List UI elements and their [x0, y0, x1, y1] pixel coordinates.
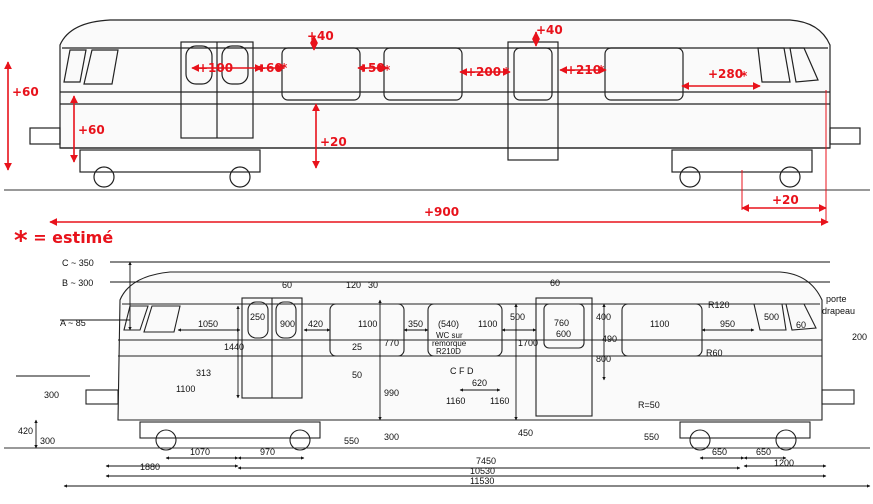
label-plus60-window: +60 [256, 61, 283, 75]
label-1440: 1440 [224, 342, 244, 352]
label-r50: R=50 [638, 400, 660, 410]
label-350: 350 [408, 319, 423, 329]
label-plus100: +100 [198, 61, 233, 75]
label-200: 200 [852, 332, 867, 342]
label-1050: 1050 [198, 319, 218, 329]
top-red-dimensions [4, 31, 829, 226]
label-plus50: +50 [358, 61, 385, 75]
label-1880: 1880 [140, 462, 160, 472]
label-plus210: +210 [566, 63, 601, 77]
label-540: (540) [438, 319, 459, 329]
label-1200: 1200 [774, 458, 794, 468]
label-60-door: 60 [550, 278, 560, 288]
label-1160b: 1160 [490, 396, 509, 406]
label-550b: 550 [644, 432, 659, 442]
label-30: 30 [368, 280, 378, 290]
label-60-top: 60 [282, 280, 292, 290]
label-620: 620 [472, 378, 487, 388]
label-250: 250 [250, 312, 265, 322]
legend-text: = estimé [33, 228, 114, 247]
label-plus200: +200 [466, 65, 501, 79]
label-500: 500 [510, 312, 525, 322]
svg-text:*: * [598, 63, 605, 77]
label-c: C ~ 350 [62, 258, 94, 268]
label-wc-3: R210D [436, 347, 461, 356]
label-650b: 650 [756, 447, 771, 457]
label-25: 25 [352, 342, 362, 352]
label-300-buffer: 300 [44, 390, 59, 400]
label-wc-2: remorque [432, 339, 467, 348]
label-r60: R60 [706, 348, 723, 358]
label-7450: 7450 [476, 456, 496, 466]
label-500b: 500 [764, 312, 779, 322]
label-10530: 10530 [470, 466, 495, 476]
label-50: 50 [352, 370, 362, 380]
svg-text:*: * [384, 63, 391, 77]
bottom-labels: C ~ 350 B ~ 300 A ~ 85 1050 250 900 420 … [18, 258, 867, 486]
label-60-right: 60 [796, 320, 806, 330]
svg-text:*: * [281, 61, 288, 75]
label-770: 770 [384, 338, 399, 348]
estimate-legend: * = estimé [14, 226, 113, 256]
label-950: 950 [720, 319, 735, 329]
label-cfd: C F D [450, 366, 474, 376]
label-plus900: +900 [424, 205, 459, 219]
label-1100c: 1100 [650, 319, 669, 329]
label-drapeau: drapeau [822, 306, 855, 316]
label-plus20-floor: +20 [320, 135, 347, 149]
label-650a: 650 [712, 447, 727, 457]
label-900: 900 [280, 319, 295, 329]
label-420-left: 420 [18, 426, 33, 436]
label-1100a: 1100 [358, 319, 377, 329]
svg-text:*: * [503, 65, 510, 79]
label-1160a: 1160 [446, 396, 465, 406]
label-760: 760 [554, 318, 569, 328]
label-plus280: +280 [708, 67, 743, 81]
label-a: A ~ 85 [60, 318, 86, 328]
label-450: 450 [518, 428, 533, 438]
bottom-dimension-lines [16, 261, 871, 488]
label-plus20-end: +20 [772, 193, 799, 207]
label-1070: 1070 [190, 447, 210, 457]
label-490: 490 [602, 334, 617, 344]
label-porte: porte [826, 294, 847, 304]
label-plus40-right: +40 [536, 23, 563, 37]
label-420: 420 [308, 319, 323, 329]
label-313: 313 [196, 368, 211, 378]
label-800: 800 [596, 354, 611, 364]
label-11530: 11530 [470, 476, 494, 486]
svg-text:*: * [741, 69, 748, 83]
label-plus60-buffer: +60 [78, 123, 105, 137]
label-400: 400 [596, 312, 611, 322]
label-plus60-left: +60 [12, 85, 39, 99]
top-red-labels: +60 +60 +100 +40 +60 +50 +200 +40 +210 +… [12, 23, 799, 219]
label-1100v: 1100 [176, 384, 195, 394]
bottom-railcar [85, 271, 855, 451]
label-1700: 1700 [518, 338, 538, 348]
label-r120: R120 [708, 300, 730, 310]
label-600: 600 [556, 329, 571, 339]
top-railcar [29, 19, 861, 188]
legend-star: * [14, 226, 28, 256]
label-plus40-left: +40 [307, 29, 334, 43]
label-300-floor: 300 [384, 432, 399, 442]
label-970: 970 [260, 447, 275, 457]
label-990: 990 [384, 388, 399, 398]
label-b: B ~ 300 [62, 278, 93, 288]
label-120: 120 [346, 280, 361, 290]
label-1100b: 1100 [478, 319, 497, 329]
label-wc-1: WC sur [436, 331, 463, 340]
label-550a: 550 [344, 436, 359, 446]
label-300-left: 300 [40, 436, 55, 446]
